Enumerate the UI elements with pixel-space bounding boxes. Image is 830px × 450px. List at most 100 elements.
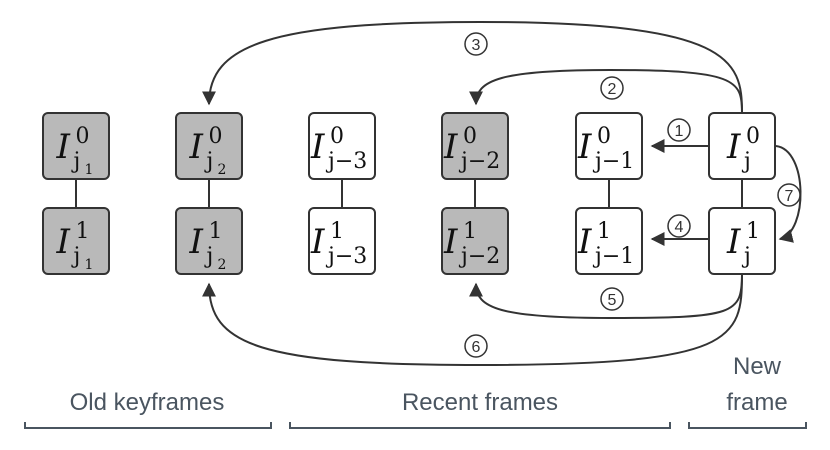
camera-index: 1 <box>209 219 223 244</box>
frame-box <box>42 112 110 180</box>
frame-box <box>175 112 243 180</box>
frame-symbol: I <box>56 127 71 167</box>
camera-index: 1 <box>463 219 477 244</box>
frame-symbol: I <box>726 222 741 262</box>
recent-frames-label: Recent frames <box>402 389 558 416</box>
camera-index: 0 <box>209 124 223 149</box>
frame-symbol: I <box>443 222 458 262</box>
step-number: 3 <box>472 37 481 54</box>
step-number: 1 <box>675 123 684 140</box>
frame-index: j <box>741 244 751 269</box>
frame-index: j−3 <box>325 244 367 269</box>
step-number: 4 <box>675 219 684 236</box>
frame-index: j <box>71 244 81 269</box>
recent-frames-rule <box>289 422 671 429</box>
step-markers: 1 2 3 4 5 6 7 <box>464 32 801 358</box>
group-rules <box>24 422 807 429</box>
camera-index: 1 <box>597 219 611 244</box>
frame-index: j−1 <box>592 244 634 269</box>
arrow-7 <box>775 145 802 243</box>
frame-box <box>308 112 376 180</box>
new-frame-label-line1: New <box>733 353 782 380</box>
keyframe-index: 1 <box>85 162 94 178</box>
step-circle <box>667 214 691 238</box>
arrow-3 <box>202 20 743 113</box>
frame-symbol: I <box>189 222 204 262</box>
step-circle <box>600 76 624 100</box>
step-circle <box>464 334 488 358</box>
step-marker-7: 7 <box>777 183 801 207</box>
frame-symbol: I <box>310 127 325 167</box>
frame-symbol: I <box>310 222 325 262</box>
frame-box <box>441 112 509 180</box>
frame-box <box>575 207 643 275</box>
frame-index: j <box>71 149 81 174</box>
stereo-links <box>75 180 743 208</box>
new-frame-rule <box>688 422 807 429</box>
arrow-6 <box>202 273 743 367</box>
old-keyframes-rule <box>24 422 272 429</box>
step-marker-4: 4 <box>667 214 691 238</box>
camera-index: 0 <box>746 124 760 149</box>
step-circle <box>464 32 488 56</box>
frame-index: j−2 <box>458 149 500 174</box>
step-marker-5: 5 <box>600 287 624 311</box>
step-marker-3: 3 <box>464 32 488 56</box>
match-arrows <box>202 20 802 367</box>
arrow-5 <box>469 273 743 320</box>
step-number: 2 <box>608 81 617 98</box>
frame-symbol: I <box>726 127 741 167</box>
camera-index: 0 <box>330 124 344 149</box>
frame-box <box>708 112 776 180</box>
step-circle <box>777 183 801 207</box>
frame-box <box>175 207 243 275</box>
frame-symbol: I <box>189 127 204 167</box>
step-marker-1: 1 <box>667 118 691 142</box>
frame-index: j <box>204 244 214 269</box>
camera-index: 0 <box>463 124 477 149</box>
frame-box <box>708 207 776 275</box>
camera-index: 1 <box>746 219 760 244</box>
new-frame-label-line2: frame <box>726 389 787 416</box>
step-number: 6 <box>472 339 481 356</box>
step-circle <box>667 118 691 142</box>
frame-index: j <box>741 149 751 174</box>
frame-index: j−2 <box>458 244 500 269</box>
step-number: 5 <box>608 292 617 309</box>
step-marker-2: 2 <box>600 76 624 100</box>
camera-index: 0 <box>597 124 611 149</box>
step-number: 7 <box>785 188 794 205</box>
frame-box <box>575 112 643 180</box>
frame-box <box>441 207 509 275</box>
arrow-2 <box>469 68 743 113</box>
frame-index: j−1 <box>592 149 634 174</box>
step-marker-6: 6 <box>464 334 488 358</box>
frame-box <box>308 207 376 275</box>
keyframe-index: 1 <box>85 257 94 273</box>
camera-index: 1 <box>330 219 344 244</box>
keyframe-index: 2 <box>218 162 227 178</box>
keyframe-index: 2 <box>218 257 227 273</box>
frame-symbol: I <box>443 127 458 167</box>
frame-index: j−3 <box>325 149 367 174</box>
frame-index: j <box>204 149 214 174</box>
step-circle <box>600 287 624 311</box>
frame-symbol: I <box>577 222 592 262</box>
old-keyframes-label: Old keyframes <box>70 389 225 416</box>
frame-symbol: I <box>56 222 71 262</box>
camera-index: 0 <box>76 124 90 149</box>
